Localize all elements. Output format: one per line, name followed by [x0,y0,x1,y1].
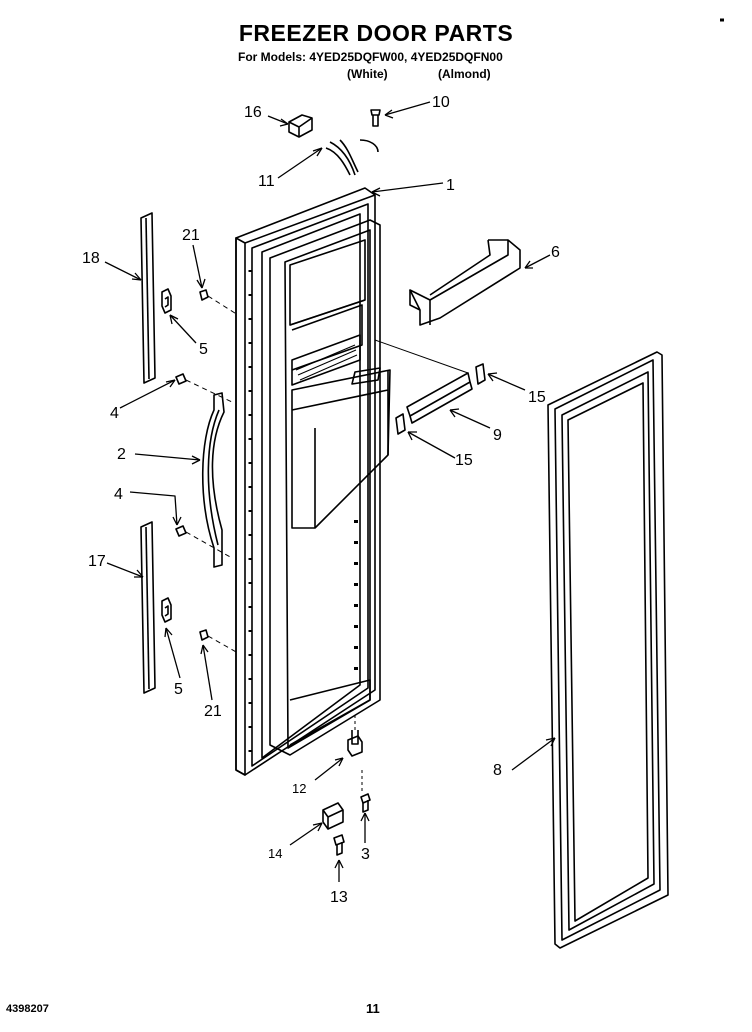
callout-17: 17 [88,553,106,570]
part-5-clip-upper [161,288,172,314]
part-15-end-cap-lower [395,413,406,435]
part-18-trim-strip [140,212,156,384]
callout-11: 11 [258,173,275,190]
callout-15-upper: 15 [528,389,546,406]
variant-almond: (Almond) [438,67,491,81]
callout-21-lower: 21 [204,703,222,720]
callout-1: 1 [446,177,455,194]
part-2-handle [201,392,225,568]
callout-13: 13 [330,889,348,906]
part-16-connector [288,114,313,138]
part-11-wire-harness [325,139,379,176]
part-4-screw-lower [175,525,233,559]
callout-12: 12 [292,781,306,796]
callout-15-lower: 15 [455,452,473,469]
callout-14: 14 [268,846,282,861]
callout-21-upper: 21 [182,227,200,244]
variant-white: (White) [347,67,388,81]
callout-2: 2 [117,446,126,463]
part-13-screw [333,834,345,856]
callout-8: 8 [493,762,502,779]
part-21-screw-lower [199,629,239,654]
part-6-door-bin [409,239,521,326]
models-line: For Models: 4YED25DQFW00, 4YED25DQFN00 [238,50,503,64]
callout-6: 6 [551,244,560,261]
part-15-end-cap-upper [475,363,486,385]
page-number: 11 [366,1001,380,1016]
document-number: 4398207 [6,1003,49,1015]
callout-9: 9 [493,427,502,444]
part-10-screw [370,109,381,127]
part-4-screw-upper [175,373,233,403]
callout-4-lower: 4 [114,486,123,503]
callout-18: 18 [82,250,100,267]
callout-5-upper: 5 [199,341,208,358]
part-9-trim-rail [374,339,473,424]
callout-10: 10 [432,94,450,111]
door-panel [235,187,391,776]
part-17-trim-strip [140,521,156,694]
part-12-hinge [347,715,363,757]
part-3-screw [360,770,371,813]
leader-lines [104,101,556,882]
part-8-gasket [547,351,669,949]
part-5-clip-lower [161,597,172,623]
part-14-bracket [322,802,344,830]
part-21-screw-upper [199,289,239,316]
callout-3: 3 [361,846,370,863]
page-title: FREEZER DOOR PARTS [238,20,514,46]
callout-16: 16 [244,104,262,121]
callout-5-lower: 5 [174,681,183,698]
callout-labels: 16 10 11 1 21 18 6 5 4 15 9 2 15 4 17 5 … [82,94,560,906]
callout-4-upper: 4 [110,405,119,422]
